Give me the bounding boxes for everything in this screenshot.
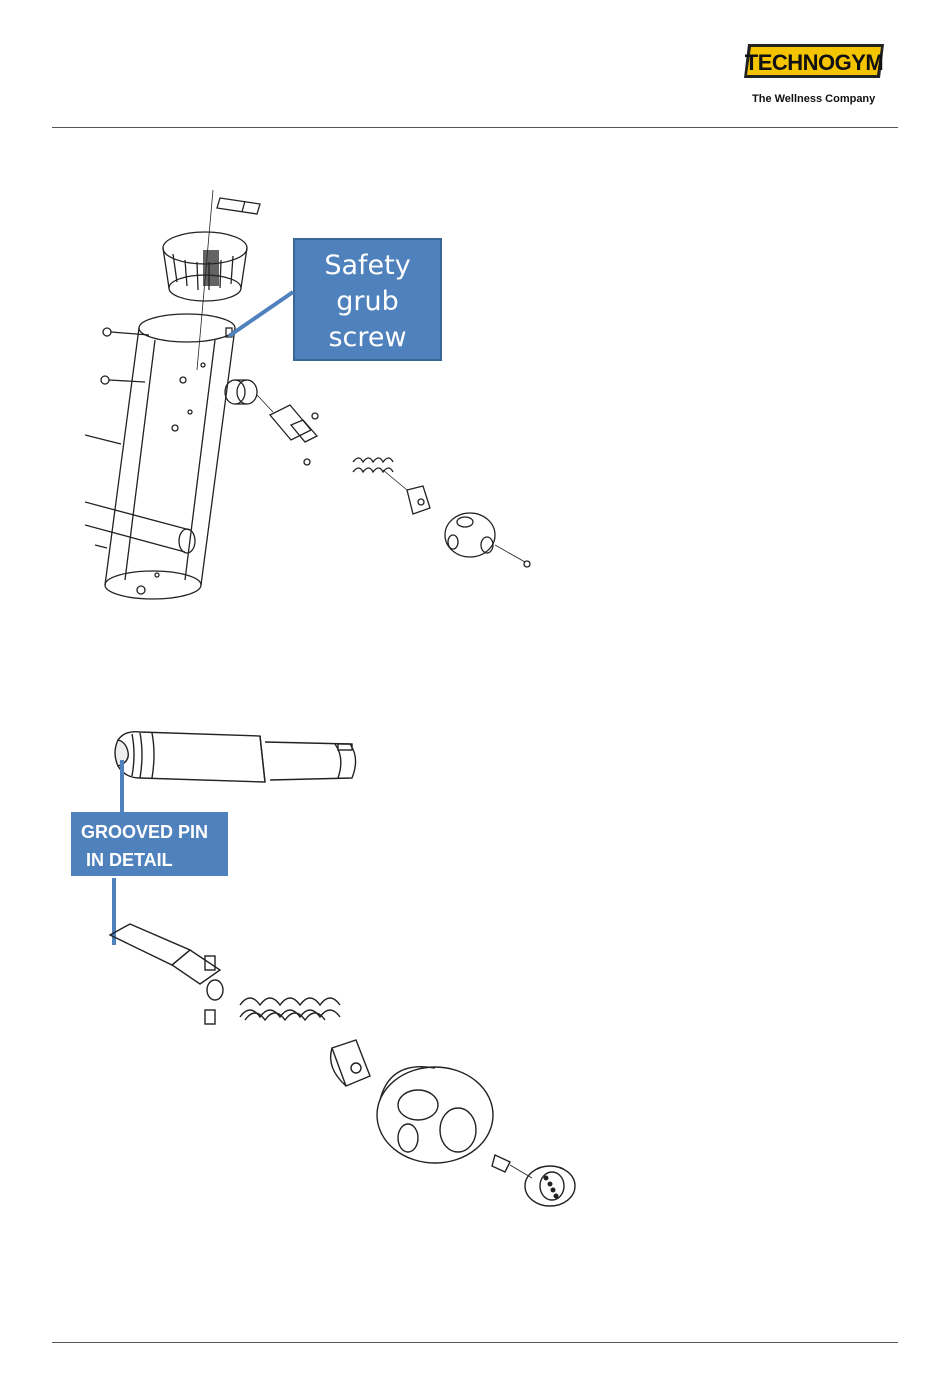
- callout-line: IN DETAIL: [81, 846, 228, 874]
- technogym-logo: TECHNOGYM The Wellness Company: [742, 40, 887, 110]
- brand-wordmark: TECHNOGYM: [745, 50, 884, 75]
- callout-line: screw: [295, 320, 440, 356]
- safety-callout-leader-line: [225, 290, 295, 340]
- callout-line: GROOVED PIN: [81, 818, 228, 846]
- grooved-pin-callout: GROOVED PIN IN DETAIL: [71, 812, 228, 876]
- footer-divider: [52, 1342, 898, 1343]
- pin-knob-exploded-drawing: [100, 920, 590, 1230]
- safety-grub-screw-callout: Safety grub screw: [293, 238, 442, 361]
- callout-line: grub: [295, 284, 440, 320]
- technogym-logo-mark: TECHNOGYM: [742, 40, 887, 90]
- header-divider: [52, 127, 898, 128]
- grooved-pin-detail-drawing: [100, 722, 370, 797]
- brand-tagline: The Wellness Company: [752, 93, 887, 105]
- callout-line: Safety: [295, 248, 440, 284]
